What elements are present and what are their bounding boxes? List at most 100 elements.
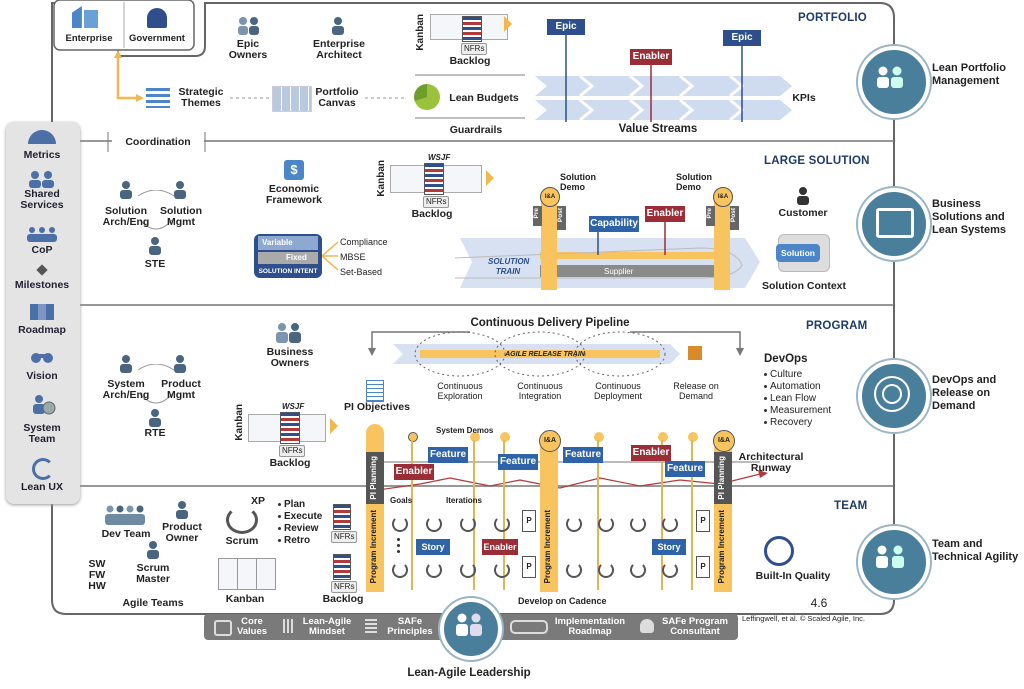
variable-area	[258, 236, 318, 250]
solution-demo-bar-1	[541, 192, 557, 290]
program-feature-3: Feature	[563, 447, 603, 463]
program-increment-left: Program Increment	[369, 510, 378, 584]
enterprise-icon	[72, 6, 82, 28]
compliance-label: Compliance	[340, 237, 388, 247]
program-increment-right: Program Increment	[717, 510, 726, 584]
copyright-label: Leffingwell, et al. © Scaled Agile, Inc.	[742, 614, 865, 623]
program-nfrs: NFRs	[279, 445, 306, 457]
iteration-cycles-row1f	[630, 516, 646, 532]
product-owner-label: Product Owner	[162, 521, 202, 544]
right-lpm-label: Lean Portfolio Management	[932, 62, 1006, 87]
devops-item-1: Automation	[770, 381, 821, 392]
pre-box-1	[533, 206, 542, 226]
program-backlog-label: Backlog	[269, 457, 311, 469]
program-ia-badge-2: I&A	[713, 430, 735, 452]
enterprise-architect-icon	[332, 17, 344, 35]
iteration-cycles-row2	[392, 562, 408, 578]
devops-item-2: Lean Flow	[770, 393, 817, 404]
solution-badge: Solution	[776, 244, 820, 262]
mindset-icon	[283, 619, 295, 633]
portfolio-canvas-icon	[272, 86, 312, 112]
coordination-label: Coordination	[112, 137, 204, 148]
intent-branches	[322, 241, 339, 271]
built-in-quality-label: Built-In Quality	[755, 570, 831, 582]
variable-label: Variable	[262, 238, 293, 247]
enterprise-architect-label: Enterprise Architect	[313, 38, 365, 61]
capability-tag: Capability	[589, 216, 639, 232]
scrum-item-3: Retro	[284, 535, 311, 546]
fw-label: FW	[88, 569, 106, 581]
program-enabler-2: Enabler	[631, 445, 671, 461]
lean-budgets-label: Lean Budgets	[449, 92, 519, 104]
story-tag-2: Story	[652, 539, 686, 555]
ls-backlog-arrow	[486, 170, 494, 186]
shared-services-icon	[29, 171, 54, 188]
solution-intent-label: SOLUTION INTENT	[258, 268, 318, 275]
epic-owners-label: Epic Owners	[228, 38, 268, 61]
scrum-master-label: Scrum Master	[136, 562, 170, 585]
cont-exploration-label: Continuous Exploration	[437, 381, 483, 401]
enterprise-label: Enterprise	[65, 33, 113, 44]
solution-mgmt-icon	[174, 181, 186, 199]
release-on-demand-label: Release on Demand	[673, 381, 719, 401]
government-label: Government	[129, 33, 185, 44]
fixed-label: Fixed	[286, 253, 307, 262]
pi-planning-label-left: PI Planning	[369, 456, 378, 500]
ip-box-1: P	[522, 510, 536, 532]
iteration-cycles-row1d	[566, 516, 582, 532]
iteration-cycles-row2f	[598, 562, 614, 578]
scrum-cycle-icon	[226, 506, 258, 534]
kpis-label: KPIs	[792, 92, 816, 104]
enterprise-icon-2	[84, 10, 98, 28]
pi-planning-label-right: PI Planning	[717, 456, 726, 500]
team-backlog-stack-1	[333, 504, 351, 530]
iteration-cycles-row2b	[426, 562, 442, 578]
solution-arch-label: Solution Arch/Eng	[102, 205, 150, 228]
agile-teams-label: Agile Teams	[122, 597, 184, 609]
lpm-icon	[877, 66, 903, 88]
team-agility-icon	[876, 545, 904, 568]
scrum-bullets	[278, 503, 281, 506]
sidebar-system-team: System Team	[23, 422, 61, 445]
right-team-agility-label: Team and Technical Agility	[932, 538, 1019, 563]
rte-triangle	[137, 364, 175, 404]
dev-team-label: Dev Team	[101, 528, 151, 540]
principles-icon	[365, 619, 377, 633]
product-mgmt-label: Product Mgmt	[161, 378, 201, 401]
ia-badge-1: I&A	[540, 187, 560, 207]
devops-label: DevOps	[764, 353, 808, 365]
post-label-2: Post	[730, 208, 737, 223]
epic-tag-1: Epic	[547, 19, 585, 35]
pi-planning-box-right	[714, 452, 732, 504]
sidebar-lean-ux: Lean UX	[20, 481, 63, 493]
iteration-cycles-row2c	[460, 562, 476, 578]
set-based-label: Set-Based	[340, 267, 383, 277]
foundation-consultant: SAFe Program Consultant	[662, 616, 728, 637]
program-ia-badge-1: I&A	[539, 430, 561, 452]
story-tag-1: Story	[416, 539, 450, 555]
right-devops-label: DevOps and Release on Demand	[932, 374, 997, 412]
version-label: 4.6	[810, 596, 828, 610]
business-owners-label: Business Owners	[266, 346, 314, 369]
mbse-label: MBSE	[340, 252, 366, 262]
cont-integration-label: Continuous Integration	[517, 381, 563, 401]
consultant-icon	[640, 619, 654, 633]
devops-item-0: Culture	[770, 369, 803, 380]
iteration-cycles-row1e	[598, 516, 614, 532]
pre-label-1: Pre	[533, 208, 540, 219]
program-feature-2: Feature	[498, 454, 538, 470]
program-enabler-1: Enabler	[394, 464, 434, 480]
iteration-cycle-icons	[392, 516, 408, 532]
ip-box-2: P	[522, 556, 536, 578]
lean-budgets-pie-icon	[414, 84, 440, 110]
team-kanban-board	[218, 558, 276, 590]
ste-label: STE	[144, 258, 166, 270]
portfolio-arrow	[504, 16, 512, 32]
vision-binoculars-icon	[31, 353, 53, 363]
level-large-solution: LARGE SOLUTION	[764, 155, 870, 167]
develop-on-cadence-label: Develop on Cadence	[518, 596, 607, 606]
program-backlog-arrow	[330, 418, 338, 434]
team-dots	[397, 538, 400, 541]
ip-box-3: P	[696, 510, 710, 532]
post-box-1	[557, 206, 566, 230]
